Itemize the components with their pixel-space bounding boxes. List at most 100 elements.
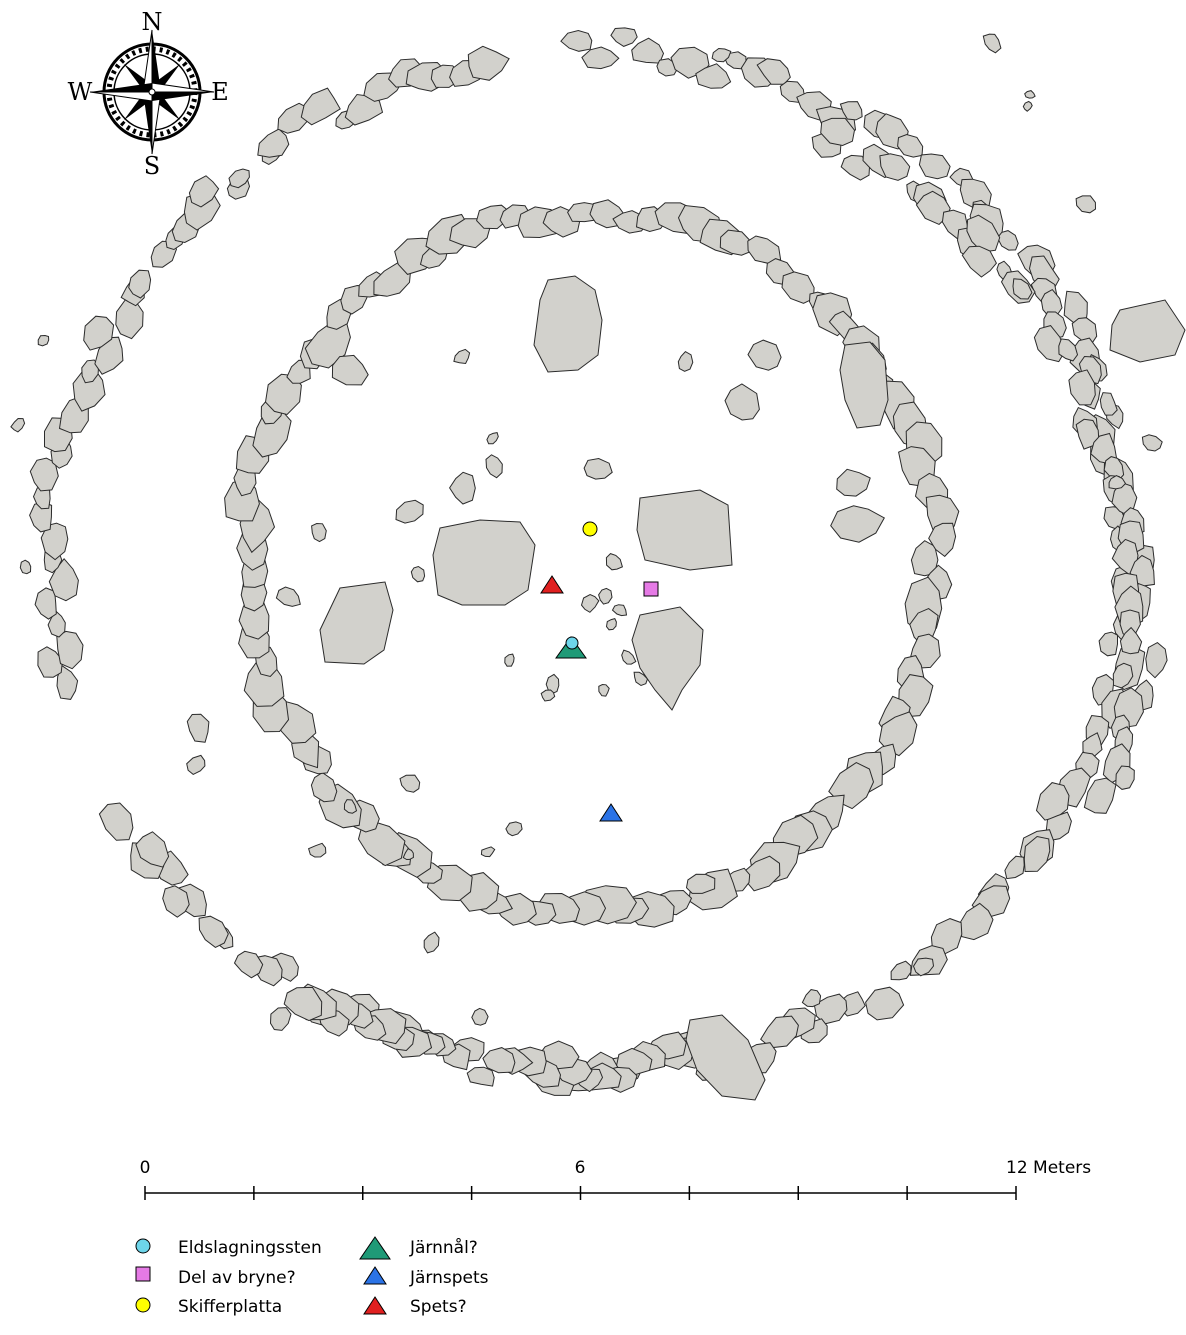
stone	[760, 1015, 799, 1049]
stone	[128, 269, 152, 299]
stone	[486, 432, 499, 445]
stone	[399, 774, 421, 793]
stone	[98, 802, 134, 841]
stone	[610, 27, 638, 47]
square-marker-icon	[135, 1266, 151, 1282]
legend-label-jarnspets: Järnspets	[409, 1268, 489, 1288]
stone	[269, 1007, 292, 1031]
stone	[373, 261, 412, 297]
stone	[1058, 338, 1079, 362]
stone	[839, 101, 863, 121]
stone	[228, 168, 250, 189]
stone	[1023, 835, 1051, 873]
stone	[198, 915, 229, 948]
stone	[1004, 855, 1025, 880]
legend-label-del-av-bryne: Del av bryne?	[178, 1268, 296, 1288]
stone	[1090, 432, 1118, 464]
stone	[1068, 369, 1096, 406]
stone	[310, 771, 338, 803]
stone	[453, 348, 471, 365]
triangle-marker-icon	[363, 1296, 387, 1315]
stone	[1119, 626, 1143, 655]
stone	[598, 683, 610, 697]
stone	[188, 175, 220, 208]
stone	[925, 494, 960, 532]
stone	[482, 1047, 516, 1074]
stone	[257, 128, 290, 158]
stone	[930, 918, 963, 956]
legend-label-eldslagningssten: Eldslagningssten	[178, 1238, 322, 1258]
stone	[545, 673, 560, 695]
stone	[47, 610, 66, 638]
stone	[162, 885, 190, 918]
stone	[1045, 811, 1072, 842]
stone	[1022, 100, 1033, 112]
stone	[744, 855, 781, 892]
stone	[423, 931, 440, 954]
stone	[264, 373, 302, 416]
stone	[1071, 317, 1098, 345]
stone	[581, 46, 620, 70]
triangle-marker-icon	[363, 1266, 387, 1285]
compass-west-label: W	[68, 78, 93, 106]
stone	[56, 664, 79, 700]
stone	[1012, 278, 1033, 300]
stone	[311, 522, 327, 543]
stone	[233, 950, 264, 979]
stone	[961, 245, 997, 278]
spets-marker	[540, 575, 564, 594]
stone	[135, 831, 170, 868]
stone	[343, 799, 358, 814]
stone	[865, 986, 905, 1021]
legend: Eldslagningssten Del av bryne? Skifferpl…	[135, 1236, 489, 1317]
stone	[747, 339, 782, 371]
stone	[1082, 732, 1103, 758]
stone	[996, 230, 1019, 251]
stone	[1145, 641, 1168, 679]
stone	[1141, 434, 1163, 452]
stone	[611, 604, 628, 617]
stone	[83, 315, 115, 351]
stone	[695, 63, 732, 89]
stone	[958, 902, 994, 941]
stone	[504, 653, 515, 667]
stone	[897, 133, 924, 158]
stone	[580, 594, 600, 613]
stone	[915, 190, 951, 225]
stone	[395, 499, 424, 524]
stone	[1024, 90, 1036, 99]
stone	[1108, 475, 1127, 490]
stone-layer	[10, 27, 1168, 1096]
stone	[890, 960, 912, 981]
scale-label-mid: 6	[575, 1158, 586, 1178]
triangle-marker-icon	[359, 1236, 391, 1260]
circle-marker-icon	[135, 1297, 151, 1313]
stone	[711, 47, 732, 63]
compass-north-label: N	[142, 8, 163, 36]
stone	[1098, 631, 1118, 657]
stone	[1075, 195, 1097, 214]
stone	[605, 618, 617, 631]
stone	[37, 646, 64, 678]
stone	[1063, 290, 1088, 326]
stone	[72, 369, 106, 412]
stone	[1099, 392, 1118, 416]
stone	[878, 711, 918, 757]
stone	[1112, 662, 1134, 689]
stone	[277, 102, 311, 134]
stone	[583, 457, 613, 480]
stone	[747, 235, 782, 264]
stone	[307, 842, 327, 858]
stone	[631, 37, 665, 64]
stone	[1103, 456, 1125, 482]
compass-rose-icon: N S E W	[68, 8, 229, 180]
stone	[37, 334, 50, 347]
stone	[471, 1007, 489, 1026]
stone	[540, 689, 556, 702]
stone	[836, 468, 871, 497]
stone	[115, 297, 144, 340]
stone	[10, 417, 26, 433]
stone	[605, 553, 624, 571]
stone	[186, 754, 206, 775]
